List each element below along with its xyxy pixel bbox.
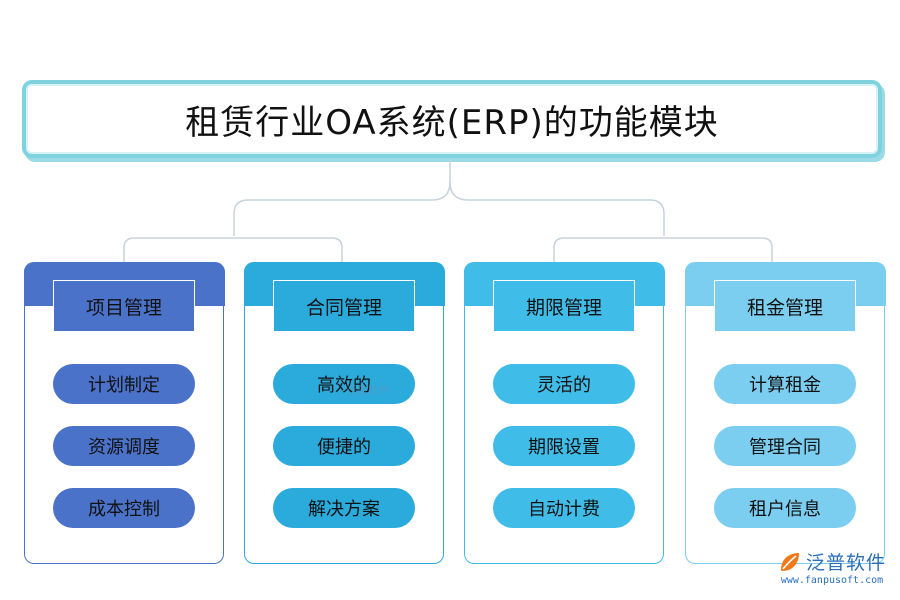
connector-left-branch (123, 237, 343, 262)
module-item: 资源调度 (53, 426, 195, 466)
module-title: 租金管理 (714, 280, 856, 332)
module-item: 自动计费 (493, 488, 635, 528)
module-item: 期限设置 (493, 426, 635, 466)
module-item: 计算租金 (714, 364, 856, 404)
leaf-logo-icon (780, 552, 799, 571)
module-item: 租户信息 (714, 488, 856, 528)
module-card: 合同管理高效的便捷的解决方案 (243, 262, 445, 564)
module-item: 高效的 (273, 364, 415, 404)
module-item: 成本控制 (53, 488, 195, 528)
logo-url: www.fanpusoft.com (780, 575, 884, 586)
module-card: 项目管理计划制定资源调度成本控制 (23, 262, 225, 564)
module-title: 合同管理 (273, 280, 415, 332)
module-item: 便捷的 (273, 426, 415, 466)
connector-root-right (449, 181, 665, 236)
connector-root (233, 160, 451, 236)
module-title: 期限管理 (493, 280, 635, 332)
module-card: 期限管理灵活的期限设置自动计费 (463, 262, 665, 564)
logo-name: 泛普软件 (805, 552, 886, 574)
module-item: 解决方案 (273, 488, 415, 528)
connector-right-branch (553, 237, 773, 262)
module-title: 项目管理 (53, 280, 195, 332)
module-card: 租金管理计算租金管理合同租户信息 (684, 262, 886, 564)
title-box: 租赁行业OA系统(ERP)的功能模块 (22, 80, 882, 158)
module-item: 灵活的 (493, 364, 635, 404)
diagram-title: 租赁行业OA系统(ERP)的功能模块 (185, 102, 719, 143)
watermark-text: 泛普软件 (346, 384, 390, 397)
module-item: 计划制定 (53, 364, 195, 404)
brand-logo: 泛普软件 www.fanpusoft.com (778, 548, 886, 586)
module-item: 管理合同 (714, 426, 856, 466)
